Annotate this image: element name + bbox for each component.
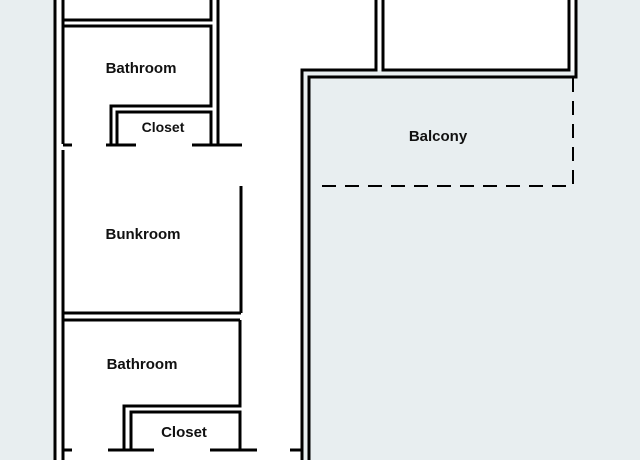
closet-lower-label: Closet xyxy=(161,424,207,441)
balcony-dashed-boundary xyxy=(313,78,574,187)
left-wing-fill xyxy=(55,0,245,460)
right-room-fill xyxy=(302,0,576,70)
closet-upper-label: Closet xyxy=(142,119,185,135)
balcony-label: Balcony xyxy=(409,128,468,145)
hall-fill xyxy=(245,0,302,460)
bathroom-upper-label: Bathroom xyxy=(106,60,177,77)
walls xyxy=(53,0,578,460)
bathroom-lower-label: Bathroom xyxy=(107,356,178,373)
bunkroom-label: Bunkroom xyxy=(106,226,181,243)
